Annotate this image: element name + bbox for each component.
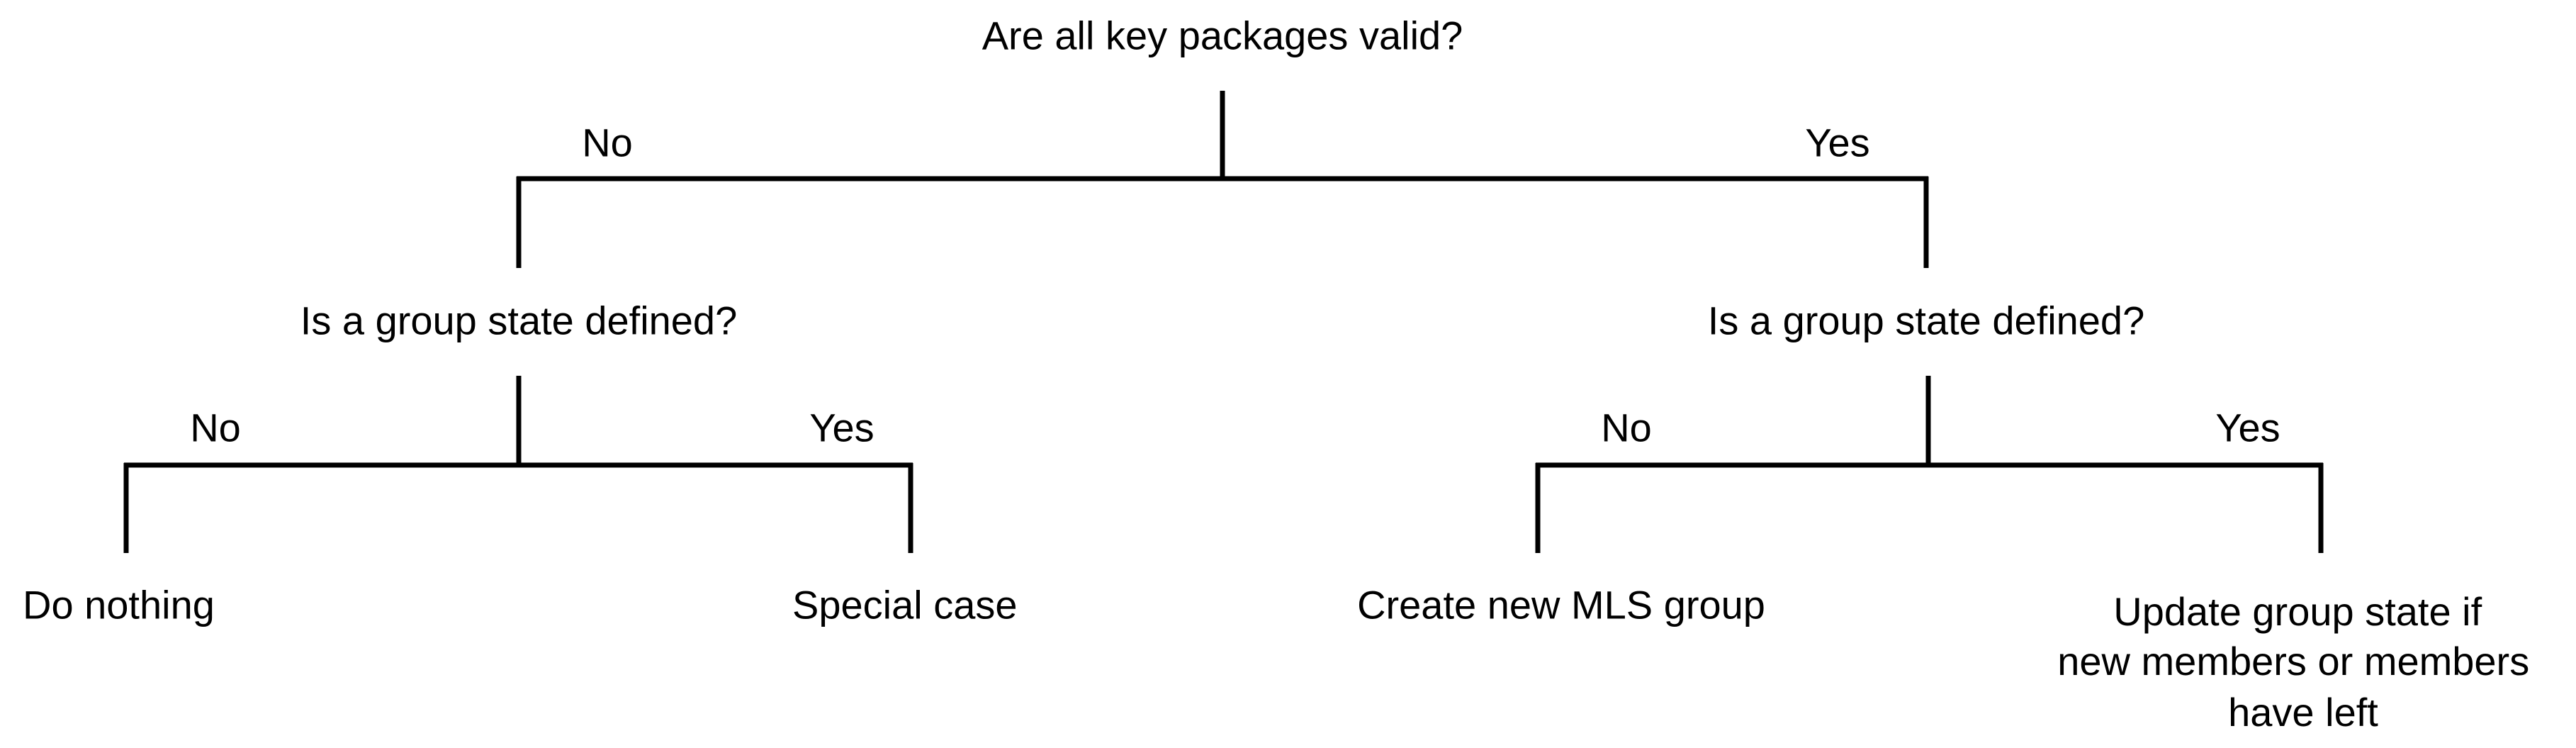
left-question: Is a group state defined? — [300, 298, 737, 343]
root-no-label: No — [582, 121, 633, 165]
root-yes-label: Yes — [1805, 121, 1869, 165]
outcome-do-nothing: Do nothing — [23, 583, 215, 627]
outcome-update-group-state: Update group state if new members or mem… — [2057, 589, 2541, 735]
left-no-label: No — [190, 406, 241, 450]
left-yes-label: Yes — [809, 406, 874, 450]
outcome-create-new-mls-group: Create new MLS group — [1357, 583, 1765, 627]
right-question: Is a group state defined? — [1708, 298, 2144, 343]
right-yes-label: Yes — [2215, 406, 2280, 450]
outcome-update-line-1: Update group state if — [2113, 589, 2482, 634]
root-question: Are all key packages valid? — [982, 13, 1463, 58]
outcome-special-case: Special case — [792, 583, 1018, 627]
right-no-label: No — [1601, 406, 1652, 450]
outcome-update-line-3: have left — [2228, 690, 2378, 735]
outcome-update-line-2: new members or members — [2057, 639, 2529, 683]
